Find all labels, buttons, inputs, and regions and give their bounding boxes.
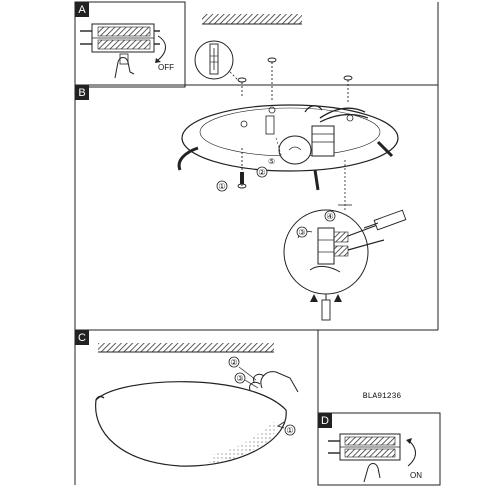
switch-on-label: ON	[410, 471, 422, 480]
screw-icon	[237, 57, 353, 104]
panel-a-border	[74, 1, 186, 88]
support-leg	[177, 146, 199, 171]
panel-a: A OFF	[74, 1, 186, 88]
callout-b-1: ①	[218, 182, 225, 191]
panel-d-border	[317, 412, 441, 486]
callout-c-3: ③	[236, 374, 243, 383]
ceiling-hatch	[202, 14, 302, 24]
callout-b-3: ③	[298, 228, 305, 237]
callout-c-1: ①	[286, 426, 293, 435]
terminal-block-icon	[80, 23, 160, 53]
detail-circle	[283, 209, 385, 295]
lamp-holder-icon	[278, 125, 335, 165]
panel-a-letter: A	[78, 4, 86, 16]
panel-c-tag	[75, 330, 89, 345]
ceiling-hatch-c	[98, 343, 274, 352]
panel-d-tag	[318, 413, 332, 428]
hand-icon	[363, 463, 381, 483]
hand-icon	[114, 57, 135, 79]
callout-b-4: ④	[326, 212, 333, 221]
panel-b: B	[75, 14, 407, 321]
curved-arrow-icon	[157, 35, 166, 61]
callout-c-2: ②	[230, 358, 237, 367]
panel-a-tag	[75, 2, 89, 17]
switch-off-label: OFF	[158, 63, 174, 72]
screwdriver-icon	[363, 209, 407, 231]
curved-arrow-icon	[407, 439, 416, 467]
hand-icon	[249, 371, 299, 393]
panel-d: D ON	[317, 412, 441, 486]
terminal-block-icon	[328, 433, 401, 461]
callout-b-5: ⑤	[268, 157, 275, 166]
wire	[319, 107, 366, 119]
panel-b-letter: B	[78, 87, 85, 99]
drill-icon	[194, 40, 234, 80]
panel-c-letter: C	[78, 332, 86, 344]
arrow-up-icon	[310, 294, 318, 302]
panel-d-letter: D	[321, 415, 329, 427]
panel-b-tag	[75, 85, 89, 100]
glass-shade	[95, 381, 287, 467]
callout-b-2: ②	[258, 168, 265, 177]
panel-c: C ② ③ ①	[75, 330, 299, 467]
model-code: BLA91236	[363, 392, 402, 401]
